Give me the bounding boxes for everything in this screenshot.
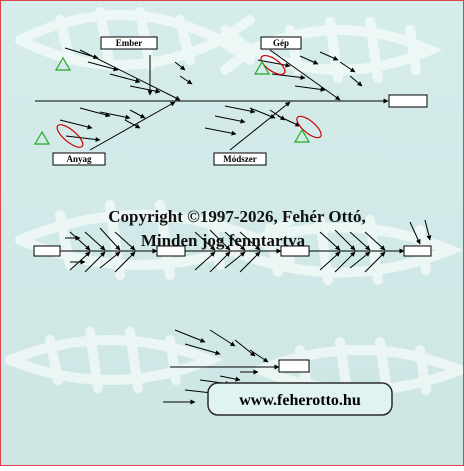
category-box-modszer (213, 152, 267, 166)
fishbone-diagram-chain (33, 219, 432, 273)
fish-skeleton-icon (220, 17, 443, 83)
category-label-anyag: Anyag (66, 154, 92, 164)
small-effect-box (278, 359, 310, 373)
triangle-marker-icon (253, 60, 271, 75)
category-box-anyag (52, 152, 106, 166)
website-link-button[interactable]: www.feherotto.hu (207, 382, 393, 416)
highlight-ellipse (56, 124, 84, 148)
chain-sub-causes (65, 219, 432, 273)
chain-box (33, 245, 61, 257)
fish-skeleton-icon (225, 215, 464, 285)
rights-line: Minden jog fenntartva (141, 231, 306, 250)
fish-skeleton-icon (5, 327, 224, 393)
category-labels: Ember Gép Anyag Módszer (52, 36, 302, 166)
category-label-gep: Gép (273, 38, 289, 48)
category-label-ember: Ember (116, 38, 143, 48)
sub-causes (59, 47, 363, 142)
category-box-gep (260, 36, 302, 50)
category-label-modszer: Módszer (223, 154, 257, 164)
fishbone-diagram-small (163, 329, 310, 405)
triangle-marker-icon (33, 130, 51, 145)
copyright-line: Copyright ©1997-2026, Fehér Ottó, (108, 207, 365, 226)
triangle-marker-icon (293, 128, 311, 143)
triangle-marker-icon (54, 56, 72, 71)
chain-box (403, 245, 432, 257)
website-link-text[interactable]: www.feherotto.hu (239, 392, 361, 409)
category-box-ember (100, 36, 158, 50)
highlight-ellipse (260, 54, 286, 76)
highlight-ellipse (296, 115, 322, 139)
bone-modszer (229, 101, 291, 151)
fish-skeleton-icon (15, 7, 255, 71)
effect-box (388, 94, 428, 108)
copyright-watermark: Copyright ©1997-2026, Fehér Ottó, Minden… (108, 207, 365, 250)
fishbone-diagram-main (33, 47, 428, 151)
bone-anyag (89, 101, 176, 151)
website-link-box[interactable] (207, 382, 393, 416)
